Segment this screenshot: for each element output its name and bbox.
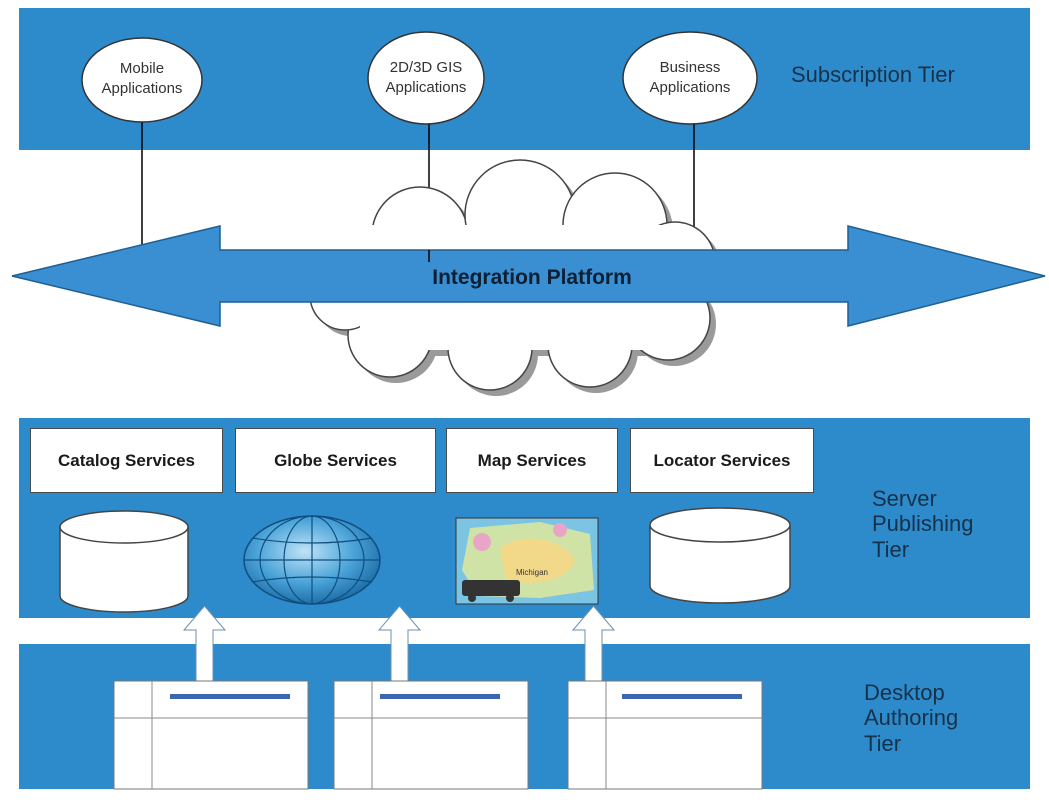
svg-text:Applications: Applications (102, 80, 183, 97)
map-icon: Michigan (455, 517, 599, 605)
svg-text:Applications: Applications (650, 79, 731, 96)
svg-text:Applications: Applications (386, 79, 467, 96)
map-services-box: Map Services (446, 428, 618, 493)
mobile-applications-bubble: Mobile Applications (81, 37, 203, 123)
globe-icon (243, 515, 381, 605)
integration-platform-label: Integration Platform (432, 266, 632, 289)
business-applications-bubble: Business Applications (622, 31, 758, 125)
integration-platform-arrow (11, 225, 1046, 327)
server-publishing-tier-label: Server Publishing Tier (872, 486, 974, 562)
map-label: Michigan (516, 568, 548, 577)
locator-services-box: Locator Services (630, 428, 814, 493)
gis-applications-bubble: 2D/3D GIS Applications (367, 31, 485, 125)
svg-text:Business: Business (660, 59, 721, 76)
catalog-services-box: Catalog Services (30, 428, 223, 493)
desktop-window-2 (333, 680, 529, 790)
database-icon-2 (649, 507, 791, 604)
svg-text:Mobile: Mobile (120, 60, 164, 77)
desktop-window-1 (113, 680, 309, 790)
desktop-window-3 (567, 680, 763, 790)
desktop-authoring-tier-label: Desktop Authoring Tier (864, 680, 959, 756)
globe-services-box: Globe Services (235, 428, 436, 493)
svg-text:2D/3D GIS: 2D/3D GIS (390, 59, 463, 76)
subscription-tier-label: Subscription Tier (791, 62, 955, 87)
database-icon (59, 510, 189, 613)
